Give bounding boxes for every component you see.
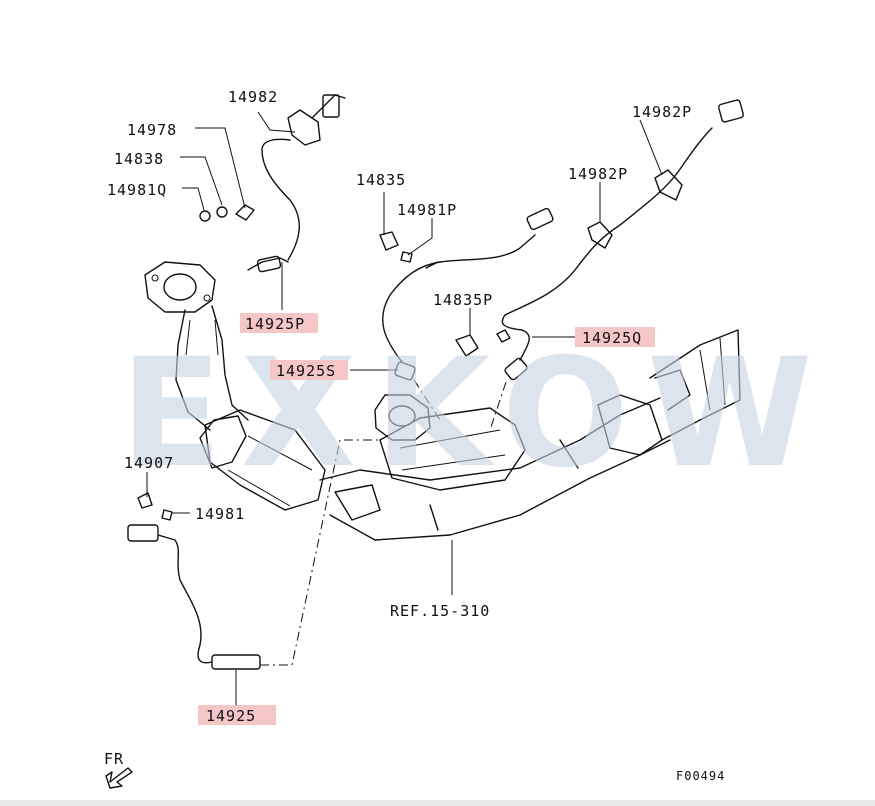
label-14838: 14838 bbox=[114, 150, 164, 168]
label-ref: REF.15-310 bbox=[390, 602, 490, 620]
label-14835: 14835 bbox=[356, 171, 406, 189]
label-14982p-mid: 14982P bbox=[568, 165, 628, 183]
highlight-14925 bbox=[198, 705, 276, 725]
highlight-14925s bbox=[270, 360, 348, 380]
label-14978: 14978 bbox=[127, 121, 177, 139]
watermark-text: EXKOW bbox=[120, 327, 831, 501]
label-highlights bbox=[198, 313, 655, 725]
label-14982p-top: 14982P bbox=[632, 103, 692, 121]
part-labels: 14982 14978 14838 14981Q 14925P 14835 14… bbox=[104, 88, 725, 783]
label-14982: 14982 bbox=[228, 88, 278, 106]
label-14925: 14925 bbox=[206, 707, 256, 725]
label-14835p: 14835P bbox=[433, 291, 493, 309]
label-14981: 14981 bbox=[195, 505, 245, 523]
bottom-border bbox=[0, 800, 875, 806]
label-14981p: 14981P bbox=[397, 201, 457, 219]
label-14925s: 14925S bbox=[276, 362, 336, 380]
label-14925q: 14925Q bbox=[582, 329, 642, 347]
sensor-harnesses bbox=[127, 94, 744, 670]
front-arrow-icon bbox=[105, 767, 133, 789]
label-fr: FR bbox=[104, 750, 124, 768]
label-14925p: 14925P bbox=[245, 315, 305, 333]
exhaust-pipe-assembly bbox=[144, 261, 741, 541]
leader-lines bbox=[146, 111, 663, 705]
diagram-code: F00494 bbox=[676, 769, 725, 783]
highlight-14925p bbox=[240, 313, 318, 333]
highlight-14925q bbox=[575, 327, 655, 347]
label-14981q: 14981Q bbox=[107, 181, 167, 199]
label-14907: 14907 bbox=[124, 454, 174, 472]
